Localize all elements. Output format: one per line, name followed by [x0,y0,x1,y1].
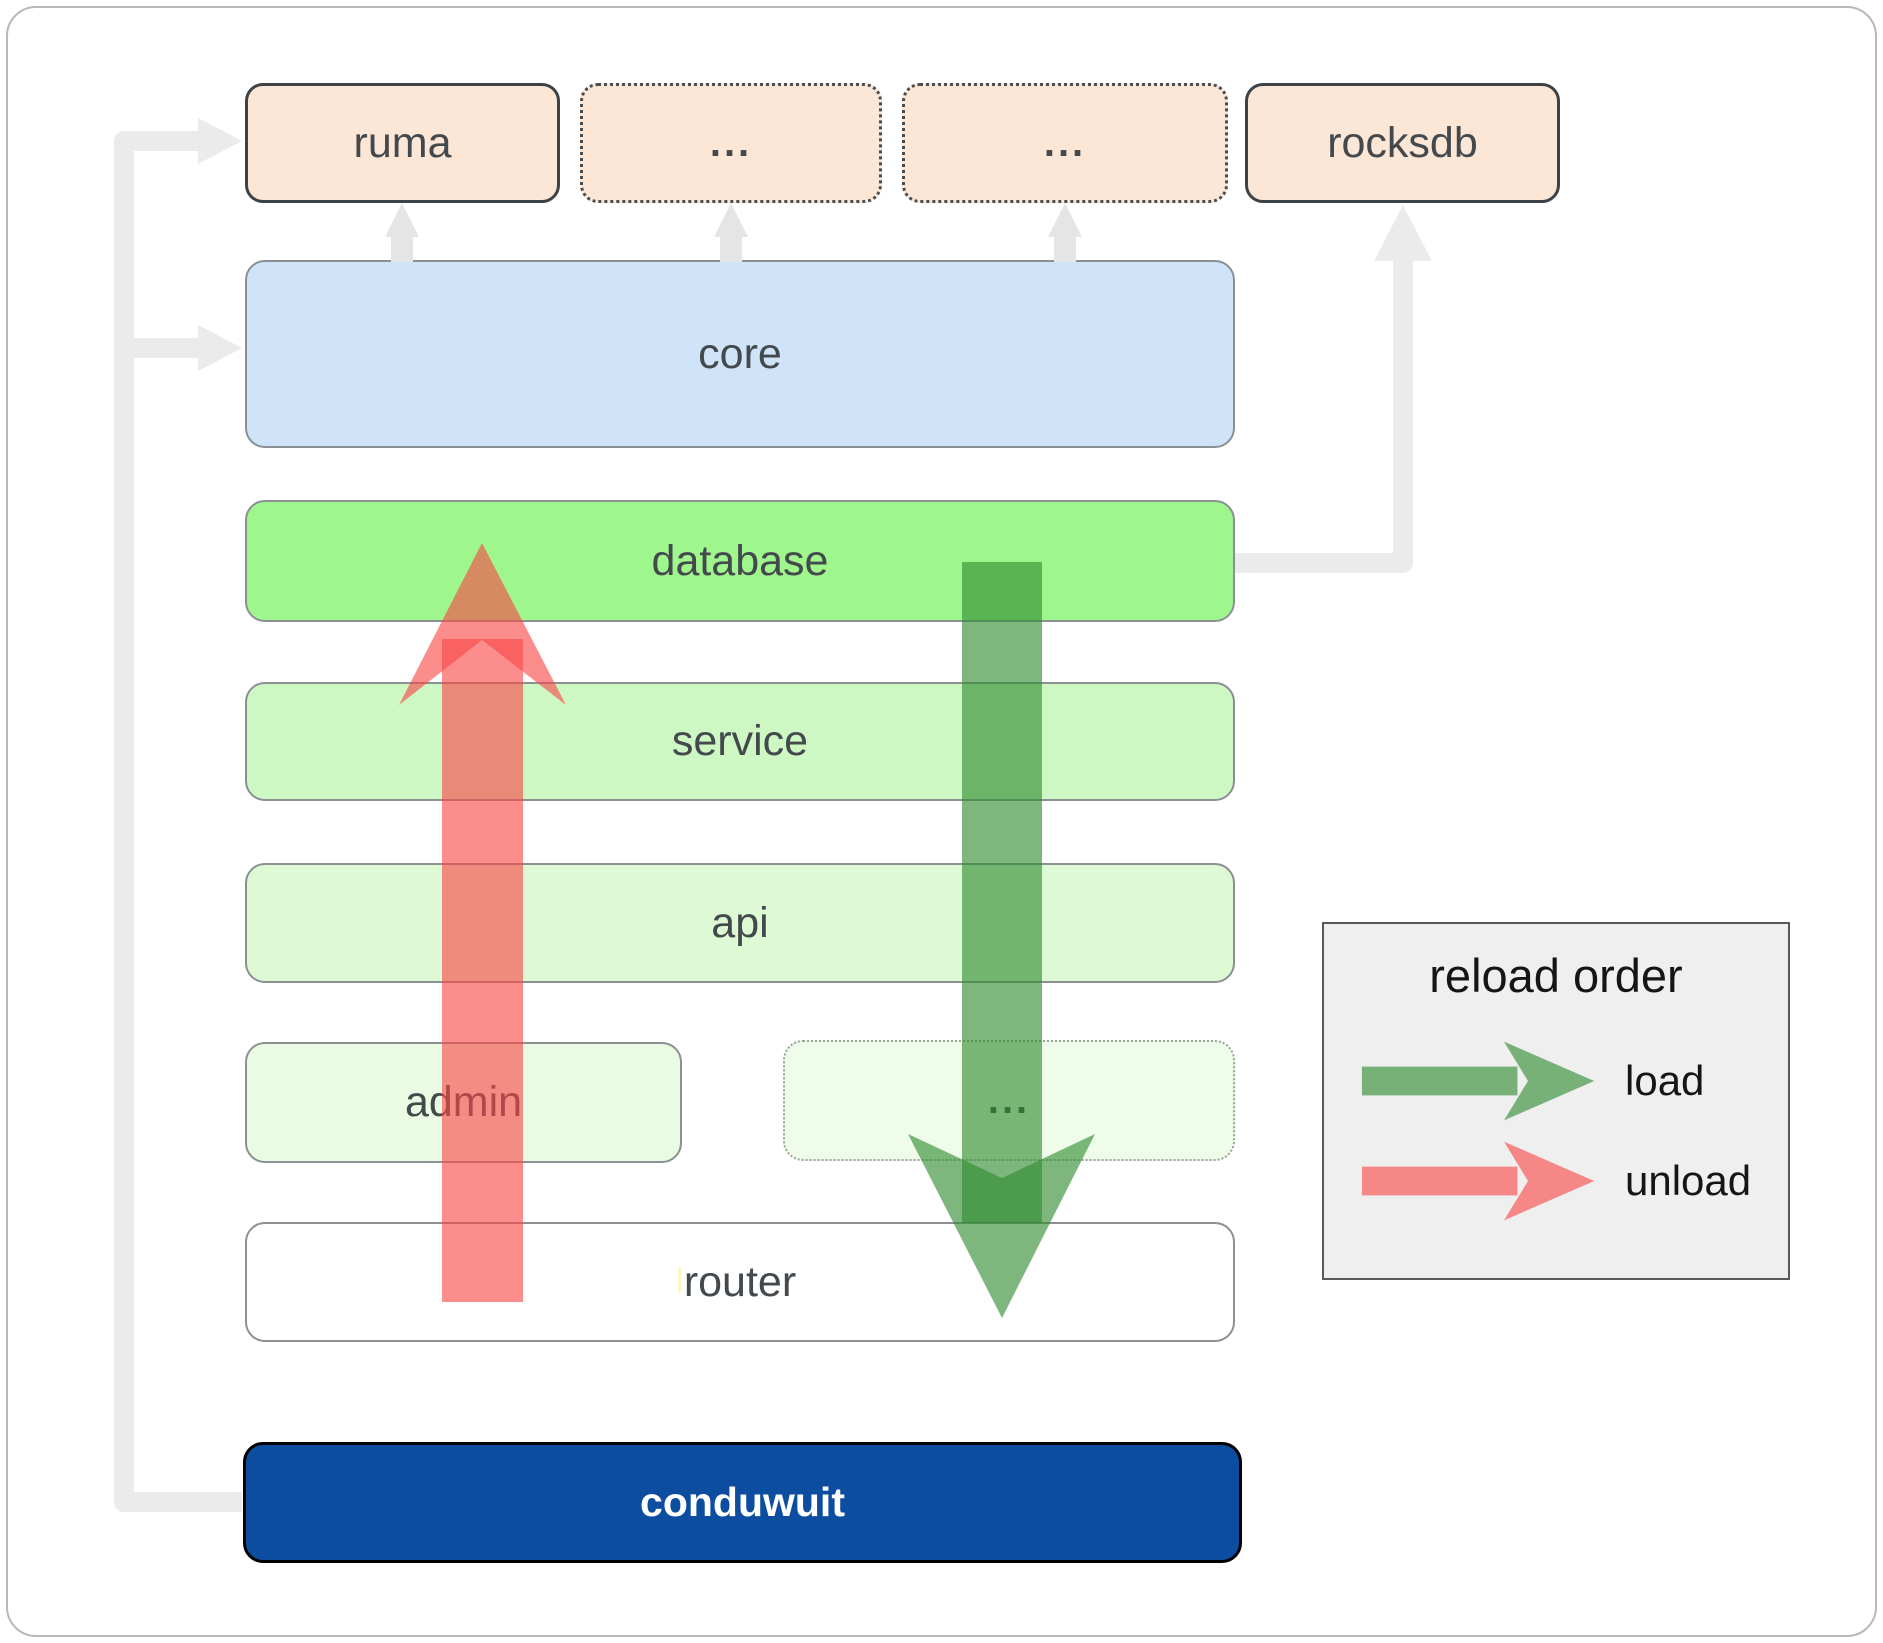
node-admin-ellipsis: ... [783,1040,1235,1161]
legend-row-load: load [1360,1036,1704,1126]
node-router-label: router [683,1257,797,1306]
node-router: router [245,1222,1235,1342]
node-rocksdb: rocksdb [1245,83,1560,203]
node-rocksdb-label: rocksdb [1327,118,1478,167]
node-ellipsis-1: ... [580,83,882,203]
node-admin-label: admin [404,1078,523,1126]
legend-box: reload order load unload [1322,922,1790,1280]
node-conduwuit: conduwuit [243,1442,1242,1563]
node-ellipsis-2-label: ... [1043,120,1087,165]
node-api: api [245,863,1235,983]
node-service-label: service [671,717,809,765]
node-admin-ellipsis-label: ... [987,1078,1031,1122]
node-ruma: ruma [245,83,560,203]
legend-title: reload order [1429,949,1683,1002]
node-api-label: api [711,898,769,947]
legend-load-arrow-icon [1361,1041,1595,1121]
node-core: core [245,260,1235,448]
node-service: service [245,682,1235,801]
node-core-label: core [698,329,782,378]
legend-row-unload: unload [1360,1136,1751,1226]
legend-load-label: load [1625,1057,1705,1104]
node-admin: admin [245,1042,682,1163]
caret-artifact [678,1267,681,1293]
node-database-label: database [651,536,829,585]
node-ellipsis-2: ... [902,83,1228,203]
node-ellipsis-1-label: ... [709,120,753,165]
node-conduwuit-label: conduwuit [640,1479,845,1525]
legend-unload-label: unload [1625,1157,1752,1204]
outer-border [6,6,1877,1637]
legend-unload-arrow-icon [1361,1141,1595,1221]
node-ruma-label: ruma [353,118,452,167]
node-database: database [245,500,1235,622]
